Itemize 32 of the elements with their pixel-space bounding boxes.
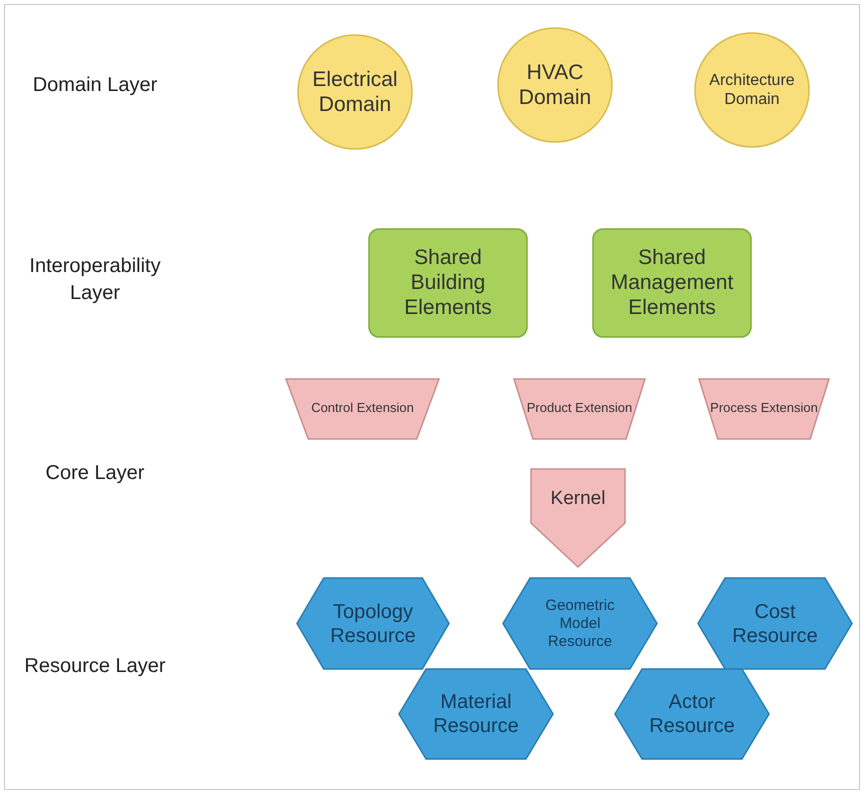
element-box: [368, 228, 528, 338]
domain-circle: [497, 27, 613, 143]
layer-label: Resource Layer: [23, 654, 167, 679]
node-label: Material Resource: [432, 690, 520, 738]
layer-label: Core Layer: [44, 461, 146, 486]
node-label: Topology Resource: [329, 600, 417, 648]
resource-hexagon: [502, 577, 658, 670]
node-label: Product Extension: [526, 400, 634, 416]
extension-trapezoid: [698, 378, 830, 440]
layer-label: Domain Layer: [32, 73, 158, 98]
resource-hexagon: [398, 668, 554, 760]
node-label: Control Extension: [310, 400, 415, 416]
resource-hexagon: [614, 668, 770, 760]
extension-trapezoid: [285, 378, 440, 440]
node-label: Geometric Model Resource: [544, 596, 616, 650]
extension-trapezoid: [513, 378, 646, 440]
element-box: [592, 228, 752, 338]
node-label: HVAC Domain: [518, 60, 592, 110]
node-label: Shared Management Elements: [610, 245, 734, 321]
layer-label: Interoperability Layer: [28, 254, 162, 306]
node-label: Electrical Domain: [311, 66, 399, 118]
kernel-pentagon: [530, 468, 626, 568]
node-label: Cost Resource: [731, 600, 819, 648]
node-label: Kernel: [550, 488, 606, 511]
domain-circle: [694, 32, 810, 148]
resource-hexagon: [296, 577, 450, 670]
resource-hexagon: [697, 577, 853, 670]
node-label: Architecture Domain: [708, 70, 796, 110]
node-label: Process Extension: [710, 400, 818, 416]
node-label: Shared Building Elements: [403, 245, 493, 321]
domain-circle: [297, 34, 413, 150]
node-label: Actor Resource: [648, 690, 736, 738]
